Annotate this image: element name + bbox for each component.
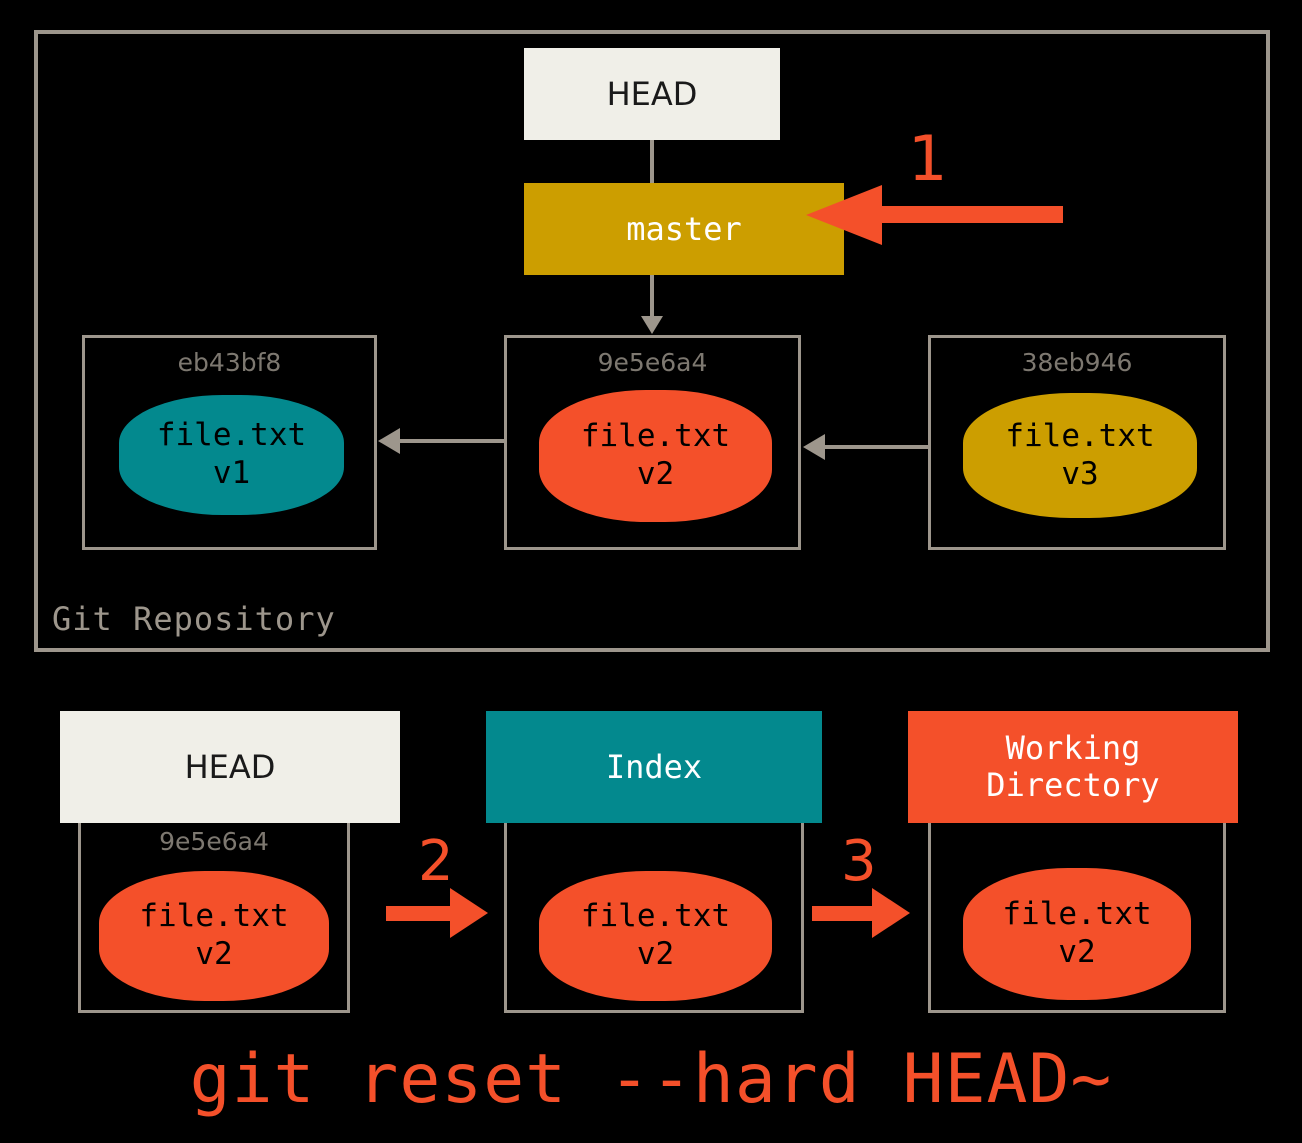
step-2-number: 2	[418, 829, 454, 894]
head-to-master-connector	[650, 140, 654, 183]
commit-blob-version-v1: v1	[212, 455, 251, 491]
step-1-arrow-shaft	[878, 206, 1063, 223]
commit-parent-line-2to1	[400, 439, 504, 443]
commit-hash-38eb946: 38eb946	[1021, 348, 1133, 377]
step-1-number: 1	[908, 122, 948, 195]
index-tree-label: Index	[605, 747, 703, 786]
head-tree-box[interactable]: 9e5e6a4 file.txt v2	[78, 823, 350, 1013]
head-tree-blob-version: v2	[195, 936, 233, 972]
master-to-commit-arrowhead	[641, 316, 663, 334]
head-tree-blob-file: file.txt	[139, 898, 289, 935]
index-tree-blob-version: v2	[636, 936, 675, 972]
commit-blob-v2: file.txt v2	[539, 390, 772, 522]
commit-blob-file-v3: file.txt	[1005, 417, 1155, 454]
working-directory-label-line1: Working	[1005, 729, 1141, 768]
step-2-arrow-head	[450, 888, 488, 938]
commit-hash-9e5e6a4: 9e5e6a4	[597, 348, 708, 377]
index-tree-header[interactable]: Index	[486, 711, 822, 823]
index-tree-blob: file.txt v2	[539, 871, 772, 1001]
command-caption: git reset --hard HEAD~	[189, 1040, 1113, 1119]
git-repository-frame	[34, 30, 1270, 652]
commit-box-eb43bf8[interactable]: eb43bf8 file.txt v1	[82, 335, 377, 550]
commit-parent-line-3to2	[825, 445, 928, 449]
head-tree-hash: 9e5e6a4	[159, 827, 269, 856]
step-2-arrow-shaft	[386, 906, 456, 921]
commit-parent-arrowhead-2to1	[378, 428, 400, 454]
step-1-arrow-head	[806, 185, 882, 245]
working-directory-blob: file.txt v2	[963, 868, 1191, 1000]
index-tree-blob-file: file.txt	[580, 898, 731, 935]
working-directory-header[interactable]: Working Directory	[908, 711, 1238, 823]
commit-blob-version-v3: v3	[1061, 455, 1099, 492]
commit-parent-arrowhead-3to2	[803, 434, 825, 460]
commit-blob-file-v1: file.txt	[156, 417, 307, 454]
head-pointer-box[interactable]: HEAD	[524, 48, 780, 140]
commit-blob-file-v2: file.txt	[580, 418, 731, 455]
commit-box-9e5e6a4[interactable]: 9e5e6a4 file.txt v2	[504, 335, 801, 550]
head-tree-header[interactable]: HEAD	[60, 711, 400, 823]
commit-blob-version-v2: v2	[636, 456, 675, 492]
head-tree-blob: file.txt v2	[99, 871, 329, 1001]
working-directory-blob-version: v2	[1058, 934, 1096, 970]
step-3-number: 3	[841, 829, 877, 894]
commit-blob-v1: file.txt v1	[119, 395, 344, 515]
index-tree-box[interactable]: file.txt v2	[504, 823, 804, 1013]
working-directory-label-line2: Directory	[986, 766, 1160, 804]
git-repository-label: Git Repository	[52, 600, 336, 638]
commit-blob-v3: file.txt v3	[963, 393, 1197, 518]
step-3-arrow-shaft	[812, 906, 878, 921]
master-branch-box[interactable]: master	[524, 183, 844, 275]
commit-hash-eb43bf8: eb43bf8	[177, 348, 282, 377]
head-tree-label: HEAD	[184, 747, 276, 786]
head-pointer-label: HEAD	[606, 74, 698, 113]
master-to-commit-connector	[650, 275, 654, 317]
step-3-arrow-head	[872, 888, 910, 938]
working-directory-blob-file: file.txt	[1002, 896, 1152, 933]
working-directory-box[interactable]: file.txt v2	[928, 823, 1226, 1013]
commit-box-38eb946[interactable]: 38eb946 file.txt v3	[928, 335, 1226, 550]
master-branch-label: master	[626, 209, 742, 248]
